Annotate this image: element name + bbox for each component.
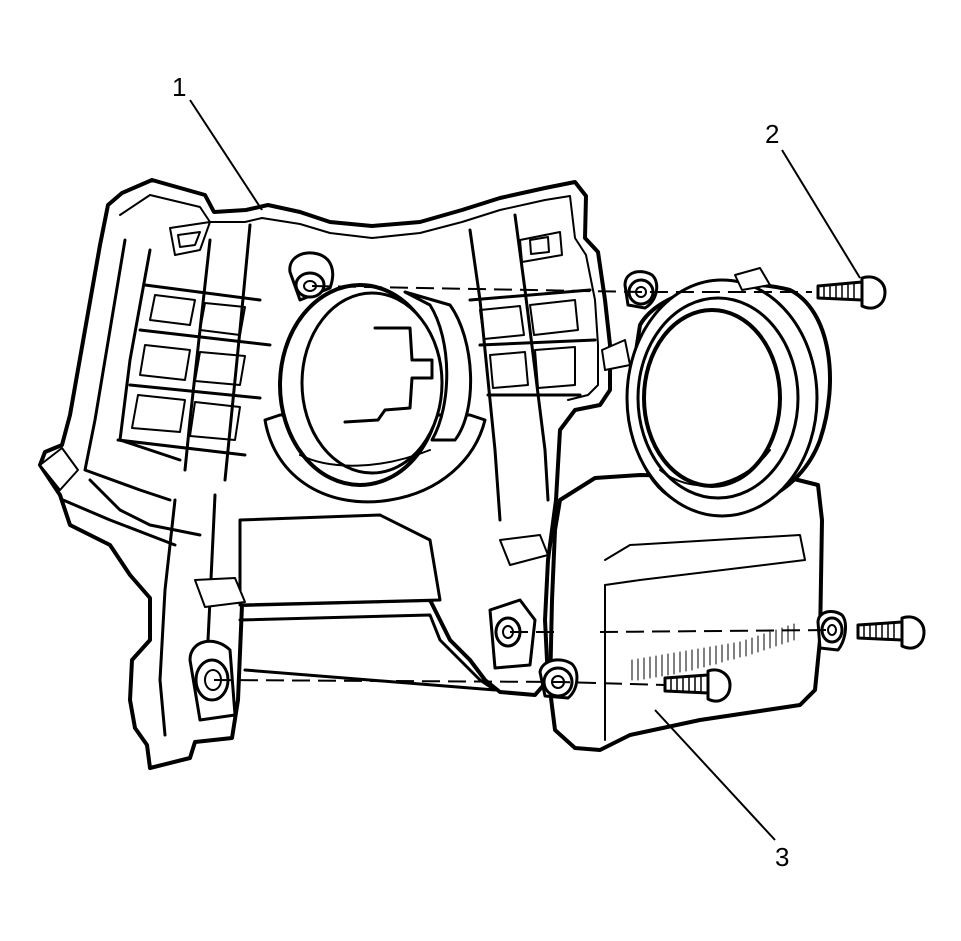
housing-rim [119,194,599,401]
housing-lower-channel [238,613,497,692]
housing-right-windows [479,231,579,389]
housing-bore [263,283,487,504]
cover-body [548,473,824,752]
cover-right-boss [816,610,847,652]
housing-base-shelf [238,513,442,607]
alignment-lines [213,285,833,686]
leader-2 [781,149,861,279]
bolt-right [856,615,926,650]
alignment-line-bottom [213,679,666,686]
callout-1: 1 [172,72,186,102]
cover-part [538,267,847,752]
housing-clip [499,534,549,566]
leader-3 [654,709,776,841]
housing-right-boss [488,598,537,670]
housing-bore-step [343,326,434,424]
housing-left-tab [39,447,79,491]
housing-bore-sleeve [403,290,473,442]
cover-panel-recess [604,534,806,586]
housing-part [38,178,612,770]
housing-lower-boss [188,639,237,722]
callout-leaders [189,99,861,841]
housing-right-ribs [468,213,597,522]
bolt-top [816,275,887,310]
housing-left-clip [194,577,246,608]
cover-seal-inner-shade [659,449,771,487]
leader-1 [189,99,263,211]
housing-left-windows [131,221,246,441]
cover-seal-ring [601,267,832,518]
alignment-line-top [311,285,812,293]
housing-bore-edge [299,449,431,467]
cover-hatching [631,623,795,681]
cover-seal-tab [734,267,771,291]
cover-seal-clip [601,339,631,371]
callout-2: 2 [765,119,779,149]
bolt-lower [663,668,732,703]
housing-upper-boss [288,251,335,302]
cover-lower-boss [538,658,579,700]
alignment-line-middle [510,629,833,633]
callout-3: 3 [775,842,789,872]
cover-seal-inner [642,308,782,488]
bolt-top-head [860,275,887,310]
housing-bore-inner [300,291,444,475]
cover-upper-boss [623,270,659,310]
